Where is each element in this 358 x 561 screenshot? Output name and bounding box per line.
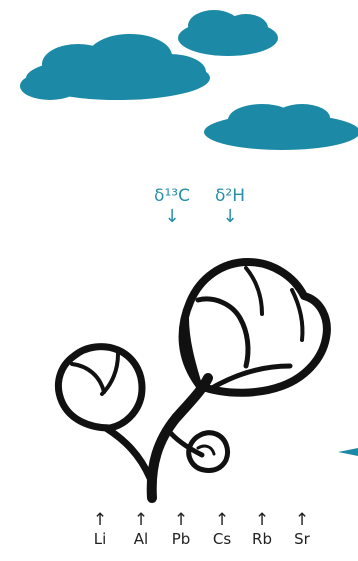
- up-arrow-icon: ↑: [124, 512, 158, 528]
- isotope-label: δ²H: [215, 186, 245, 206]
- element-label: Sr: [294, 530, 310, 548]
- isotope-carbon: δ¹³C ↓: [152, 186, 192, 226]
- element-sr: ↑ Sr: [285, 512, 319, 548]
- cloud-icon: [178, 10, 278, 56]
- isotope-hydrogen: δ²H ↓: [210, 186, 250, 226]
- isotope-label: δ¹³C: [154, 186, 190, 206]
- element-rb: ↑ Rb: [245, 512, 279, 548]
- down-arrow-icon: ↓: [152, 208, 192, 226]
- down-arrow-icon: ↓: [210, 208, 250, 226]
- element-pb: ↑ Pb: [164, 512, 198, 548]
- up-arrow-icon: ↑: [164, 512, 198, 528]
- element-cs: ↑ Cs: [205, 512, 239, 548]
- cotton-plant-icon: [58, 262, 326, 498]
- element-label: Li: [94, 530, 107, 548]
- up-arrow-icon: ↑: [245, 512, 279, 528]
- cloud-icon: [204, 104, 358, 150]
- element-label: Pb: [172, 530, 191, 548]
- element-label: Cs: [213, 530, 231, 548]
- arrow-stub: [338, 448, 358, 456]
- element-al: ↑ Al: [124, 512, 158, 548]
- element-label: Rb: [252, 530, 272, 548]
- up-arrow-icon: ↑: [205, 512, 239, 528]
- element-li: ↑ Li: [83, 512, 117, 548]
- up-arrow-icon: ↑: [285, 512, 319, 528]
- up-arrow-icon: ↑: [83, 512, 117, 528]
- element-label: Al: [134, 530, 148, 548]
